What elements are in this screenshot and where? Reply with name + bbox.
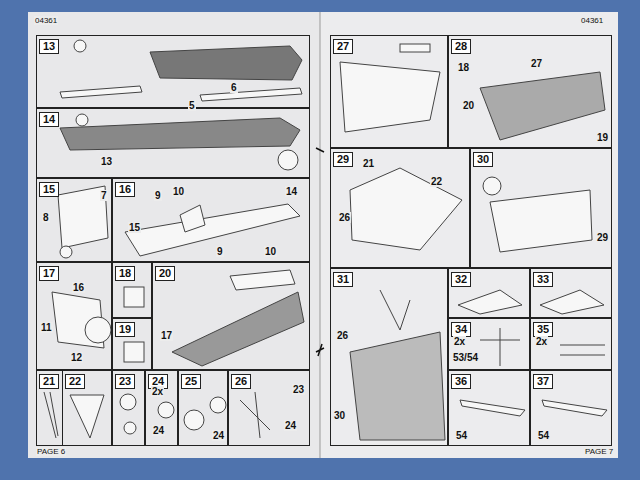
page-code: PAGE 7 <box>584 447 614 456</box>
step-number: 20 <box>155 266 175 281</box>
callout-number: 16 <box>72 282 85 293</box>
step-number: 22 <box>65 374 85 389</box>
callout-number: 27 <box>530 58 543 69</box>
callout-number: 7 <box>100 190 108 201</box>
step-panel: 33 <box>530 268 612 318</box>
step-panel: 27 <box>330 35 448 148</box>
step-number: 32 <box>451 272 471 287</box>
step-number: 14 <box>39 112 59 127</box>
callout-number: 11 <box>40 322 53 333</box>
callout-number: 20 <box>462 100 475 111</box>
callout-number: 9 <box>154 190 162 201</box>
callout-number: 24 <box>212 430 225 441</box>
callout-number: 24 <box>152 425 165 436</box>
callout-number: 53/54 <box>452 352 479 363</box>
step-number: 30 <box>473 152 493 167</box>
step-panel: 13 <box>36 35 310 108</box>
callout-number: 10 <box>264 246 277 257</box>
step-panel: 30 <box>470 148 612 268</box>
callout-number: 2x <box>151 386 164 397</box>
step-panel: 21 <box>36 370 63 446</box>
callout-number: 2x <box>535 336 548 347</box>
callout-number: 29 <box>596 232 609 243</box>
step-number: 35 <box>533 322 553 337</box>
callout-number: 6 <box>230 82 238 93</box>
step-panel: 26 <box>228 370 310 446</box>
step-number: 13 <box>39 39 59 54</box>
callout-number: 22 <box>430 176 443 187</box>
callout-number: 26 <box>336 330 349 341</box>
step-panel: 32 <box>448 268 530 318</box>
callout-number: 23 <box>292 384 305 395</box>
callout-number: 54 <box>455 430 468 441</box>
page-code: 04361 <box>580 16 604 25</box>
callout-number: 54 <box>537 430 550 441</box>
step-number: 23 <box>115 374 135 389</box>
callout-number: 26 <box>338 212 351 223</box>
step-number: 34 <box>451 322 471 337</box>
callout-number: 19 <box>596 132 609 143</box>
step-panel: 18 <box>112 262 152 318</box>
callout-number: 13 <box>100 156 113 167</box>
callout-number: 15 <box>128 222 141 233</box>
step-panel: 20 <box>152 262 310 370</box>
callout-number: 30 <box>333 410 346 421</box>
step-number: 37 <box>533 374 553 389</box>
step-number: 15 <box>39 182 59 197</box>
step-number: 27 <box>333 39 353 54</box>
step-panel: 14 <box>36 108 310 178</box>
step-number: 19 <box>115 322 135 337</box>
callout-number: 14 <box>285 186 298 197</box>
step-number: 33 <box>533 272 553 287</box>
step-number: 21 <box>39 374 59 389</box>
step-number: 26 <box>231 374 251 389</box>
step-number: 17 <box>39 266 59 281</box>
callout-number: 2x <box>453 336 466 347</box>
page-code: 04361 <box>34 16 58 25</box>
callout-number: 10 <box>172 186 185 197</box>
callout-number: 24 <box>284 420 297 431</box>
callout-number: 8 <box>42 212 50 223</box>
callout-number: 12 <box>70 352 83 363</box>
step-number: 18 <box>115 266 135 281</box>
step-panel: 16 <box>112 178 310 262</box>
step-panel: 23 <box>112 370 145 446</box>
step-number: 36 <box>451 374 471 389</box>
callout-number: 21 <box>362 158 375 169</box>
callout-number: 18 <box>457 62 470 73</box>
step-number: 16 <box>115 182 135 197</box>
callout-number: 17 <box>160 330 173 341</box>
step-panel: 22 <box>62 370 112 446</box>
step-number: 31 <box>333 272 353 287</box>
step-number: 25 <box>181 374 201 389</box>
step-number: 29 <box>333 152 353 167</box>
step-panel: 19 <box>112 318 152 370</box>
callout-number: 9 <box>216 246 224 257</box>
step-panel: 29 <box>330 148 470 268</box>
step-panel: 28 <box>448 35 612 148</box>
step-number: 28 <box>451 39 471 54</box>
page-code: PAGE 6 <box>36 447 66 456</box>
callout-number: 5 <box>188 100 196 111</box>
step-panel: 31 <box>330 268 448 446</box>
